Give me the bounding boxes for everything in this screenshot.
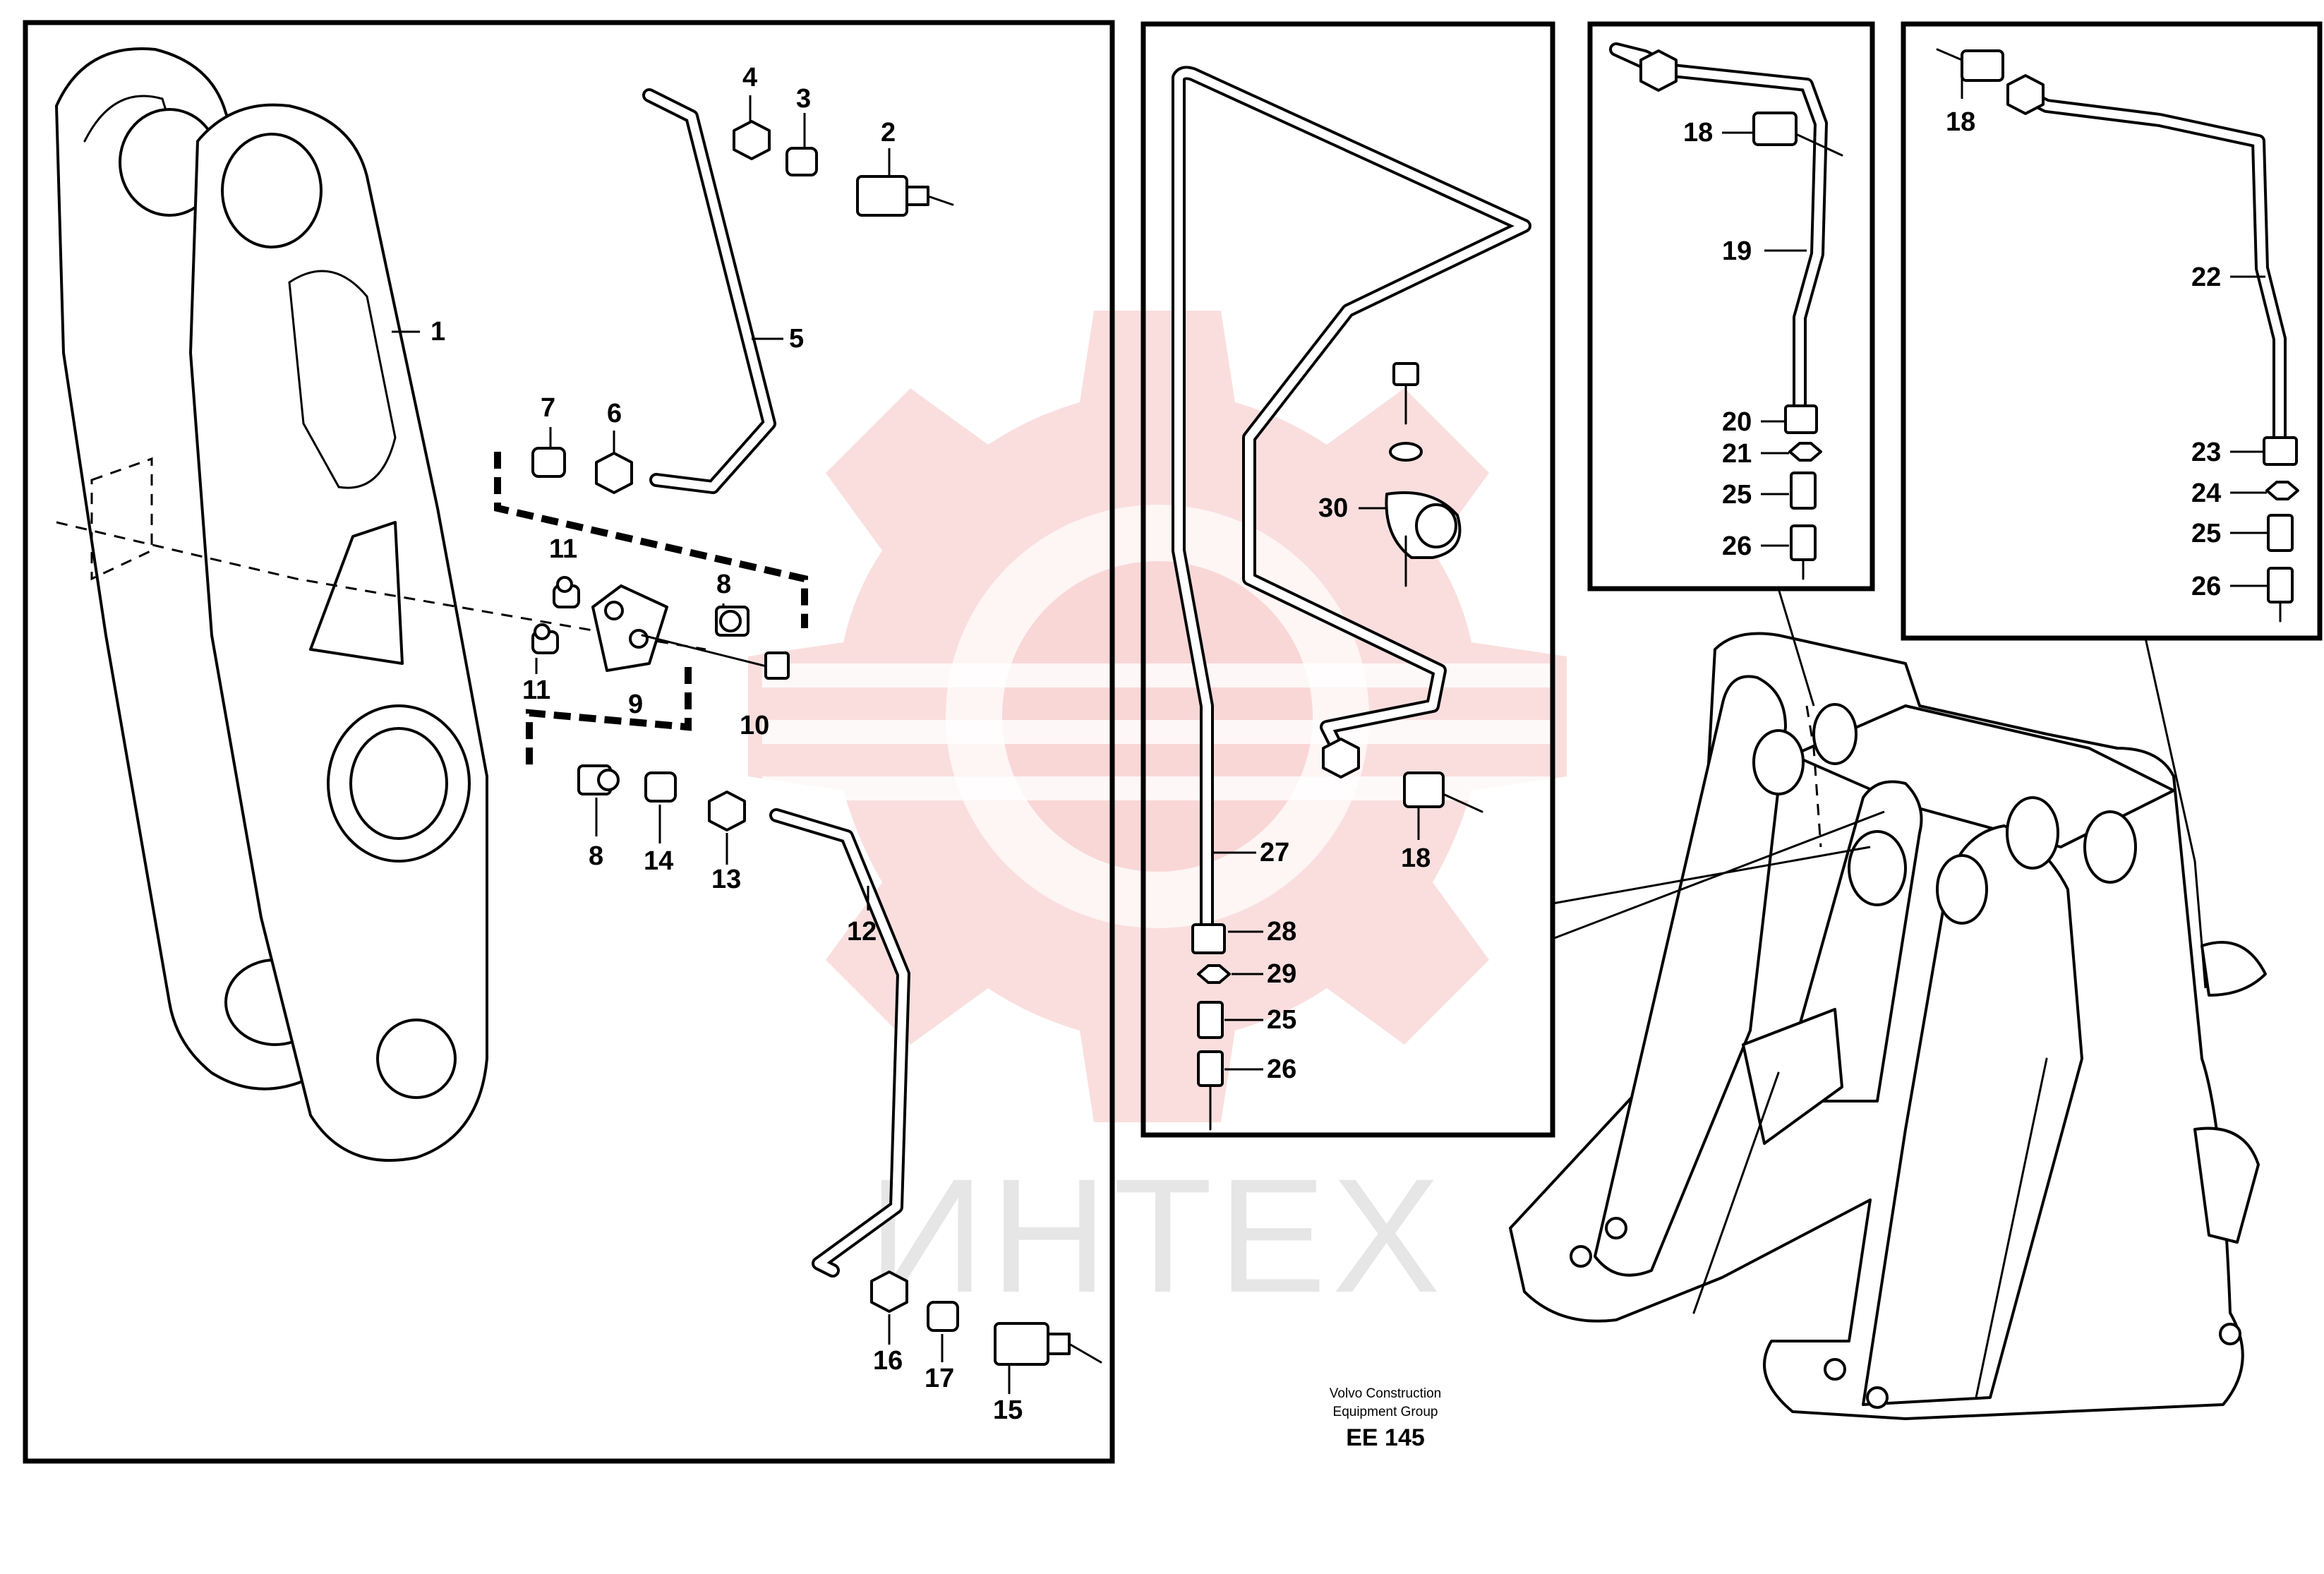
pipe-12 <box>769 808 910 1278</box>
sleeve-7 <box>531 447 566 478</box>
grease-nipple-11-lower <box>531 623 559 654</box>
callout-22: 22 <box>2191 263 2221 292</box>
olive-29 <box>1197 964 1231 984</box>
callout-26-panel3: 26 <box>1722 531 1752 561</box>
callout-11-lower: 11 <box>522 675 550 705</box>
watermark: ИНТЕХ <box>748 311 1567 1326</box>
panel-pipe-27 <box>1140 21 1555 1138</box>
callout-1: 1 <box>431 317 445 347</box>
drawing-number: EE 145 <box>1346 1424 1425 1451</box>
adapter-26-panel4 <box>2267 567 2294 623</box>
adapter-25-panel2 <box>1197 1001 1224 1039</box>
fitting-2 <box>856 175 954 217</box>
callout-26-panel2: 26 <box>1267 1055 1296 1084</box>
callout-4: 4 <box>742 63 757 92</box>
callout-17: 17 <box>925 1364 954 1393</box>
callout-11-upper: 11 <box>549 534 577 564</box>
fitting-18-panel4 <box>1936 48 2004 82</box>
callout-20: 20 <box>1722 407 1752 437</box>
fitting-8-upper <box>715 606 749 637</box>
adapter-25-panel4 <box>2267 514 2294 552</box>
pipe-22 <box>2011 85 2287 459</box>
grease-nipple-11-upper <box>553 576 580 608</box>
callout-29: 29 <box>1267 959 1296 989</box>
callout-16: 16 <box>873 1346 903 1376</box>
callout-8-lower: 8 <box>589 841 603 871</box>
nut-23 <box>2263 436 2298 466</box>
nut-18-panel2 <box>1322 738 1360 779</box>
callout-7: 7 <box>541 393 555 423</box>
callout-25-panel2: 25 <box>1267 1005 1296 1035</box>
fitting-8-lower <box>577 764 620 795</box>
sleeve-17 <box>927 1301 959 1332</box>
gear-logo-watermark <box>748 311 1567 1122</box>
callout-15: 15 <box>993 1395 1023 1425</box>
callout-3: 3 <box>796 84 811 114</box>
adapter-26-panel3 <box>1790 524 1817 580</box>
callout-24: 24 <box>2191 479 2221 508</box>
publisher-line-2: Equipment Group <box>1333 1405 1438 1419</box>
drawing-note: Volvo Construction Equipment Group EE 14… <box>1330 1386 1441 1451</box>
callout-21: 21 <box>1722 439 1752 469</box>
bolt-10 <box>641 634 790 680</box>
pipe-5 <box>642 88 776 494</box>
nut-13 <box>708 791 746 831</box>
nut-28 <box>1191 923 1226 954</box>
sleeve-3 <box>785 147 818 176</box>
nut-20 <box>1784 404 1818 434</box>
callout-10: 10 <box>740 711 769 740</box>
callout-18-panel2: 18 <box>1401 843 1431 873</box>
panel-pipe-19 <box>1587 21 1875 591</box>
callout-18-panel4: 18 <box>1946 107 1975 137</box>
olive-24 <box>2265 481 2299 500</box>
callout-2: 2 <box>881 118 896 148</box>
pipe-27 <box>1172 66 1531 939</box>
front-frame-part <box>1509 632 2267 1420</box>
callout-13: 13 <box>711 865 741 894</box>
callout-6: 6 <box>607 399 622 428</box>
lift-arm-part <box>55 47 706 1162</box>
callout-19: 19 <box>1722 236 1752 266</box>
nut-18-panel4 <box>2006 74 2045 115</box>
olive-21 <box>1788 442 1822 462</box>
callout-9: 9 <box>628 690 643 719</box>
sleeve-14 <box>644 771 677 803</box>
nut-4 <box>733 120 771 160</box>
nut-6 <box>595 452 633 494</box>
clamp-30 <box>1385 491 1462 587</box>
callout-23: 23 <box>2191 438 2221 467</box>
callout-5: 5 <box>789 324 804 354</box>
panel-pipe-22 <box>1901 21 2323 641</box>
adapter-25-panel3 <box>1790 471 1817 510</box>
callout-28: 28 <box>1267 917 1296 947</box>
fitting-18-panel3 <box>1752 112 1843 157</box>
block-9 <box>591 584 668 672</box>
pipe-19 <box>1609 42 1828 416</box>
fitting-15 <box>994 1322 1102 1366</box>
panel-lift-arm <box>23 20 1115 1464</box>
callout-27: 27 <box>1260 838 1289 867</box>
callout-25-panel3: 25 <box>1722 480 1752 510</box>
callout-labels: 1 2 3 4 5 6 7 8 8 9 10 11 11 12 13 14 15… <box>431 63 2221 1425</box>
watermark-text: ИНТЕХ <box>868 1145 1446 1326</box>
callout-26-panel4: 26 <box>2191 572 2221 601</box>
publisher-line-1: Volvo Construction <box>1330 1386 1441 1401</box>
callout-12: 12 <box>847 917 877 947</box>
fitting-18-panel2 <box>1403 771 1483 813</box>
callout-30: 30 <box>1318 493 1348 523</box>
bolt-30 <box>1389 362 1423 462</box>
callout-8-upper: 8 <box>716 570 731 599</box>
adapter-26-panel2 <box>1197 1050 1224 1131</box>
nut-16 <box>870 1270 908 1313</box>
callout-14: 14 <box>644 846 673 876</box>
callout-25-panel4: 25 <box>2191 519 2221 548</box>
callout-18-panel3: 18 <box>1683 118 1713 148</box>
nut-18-panel3-upper <box>1639 49 1678 92</box>
